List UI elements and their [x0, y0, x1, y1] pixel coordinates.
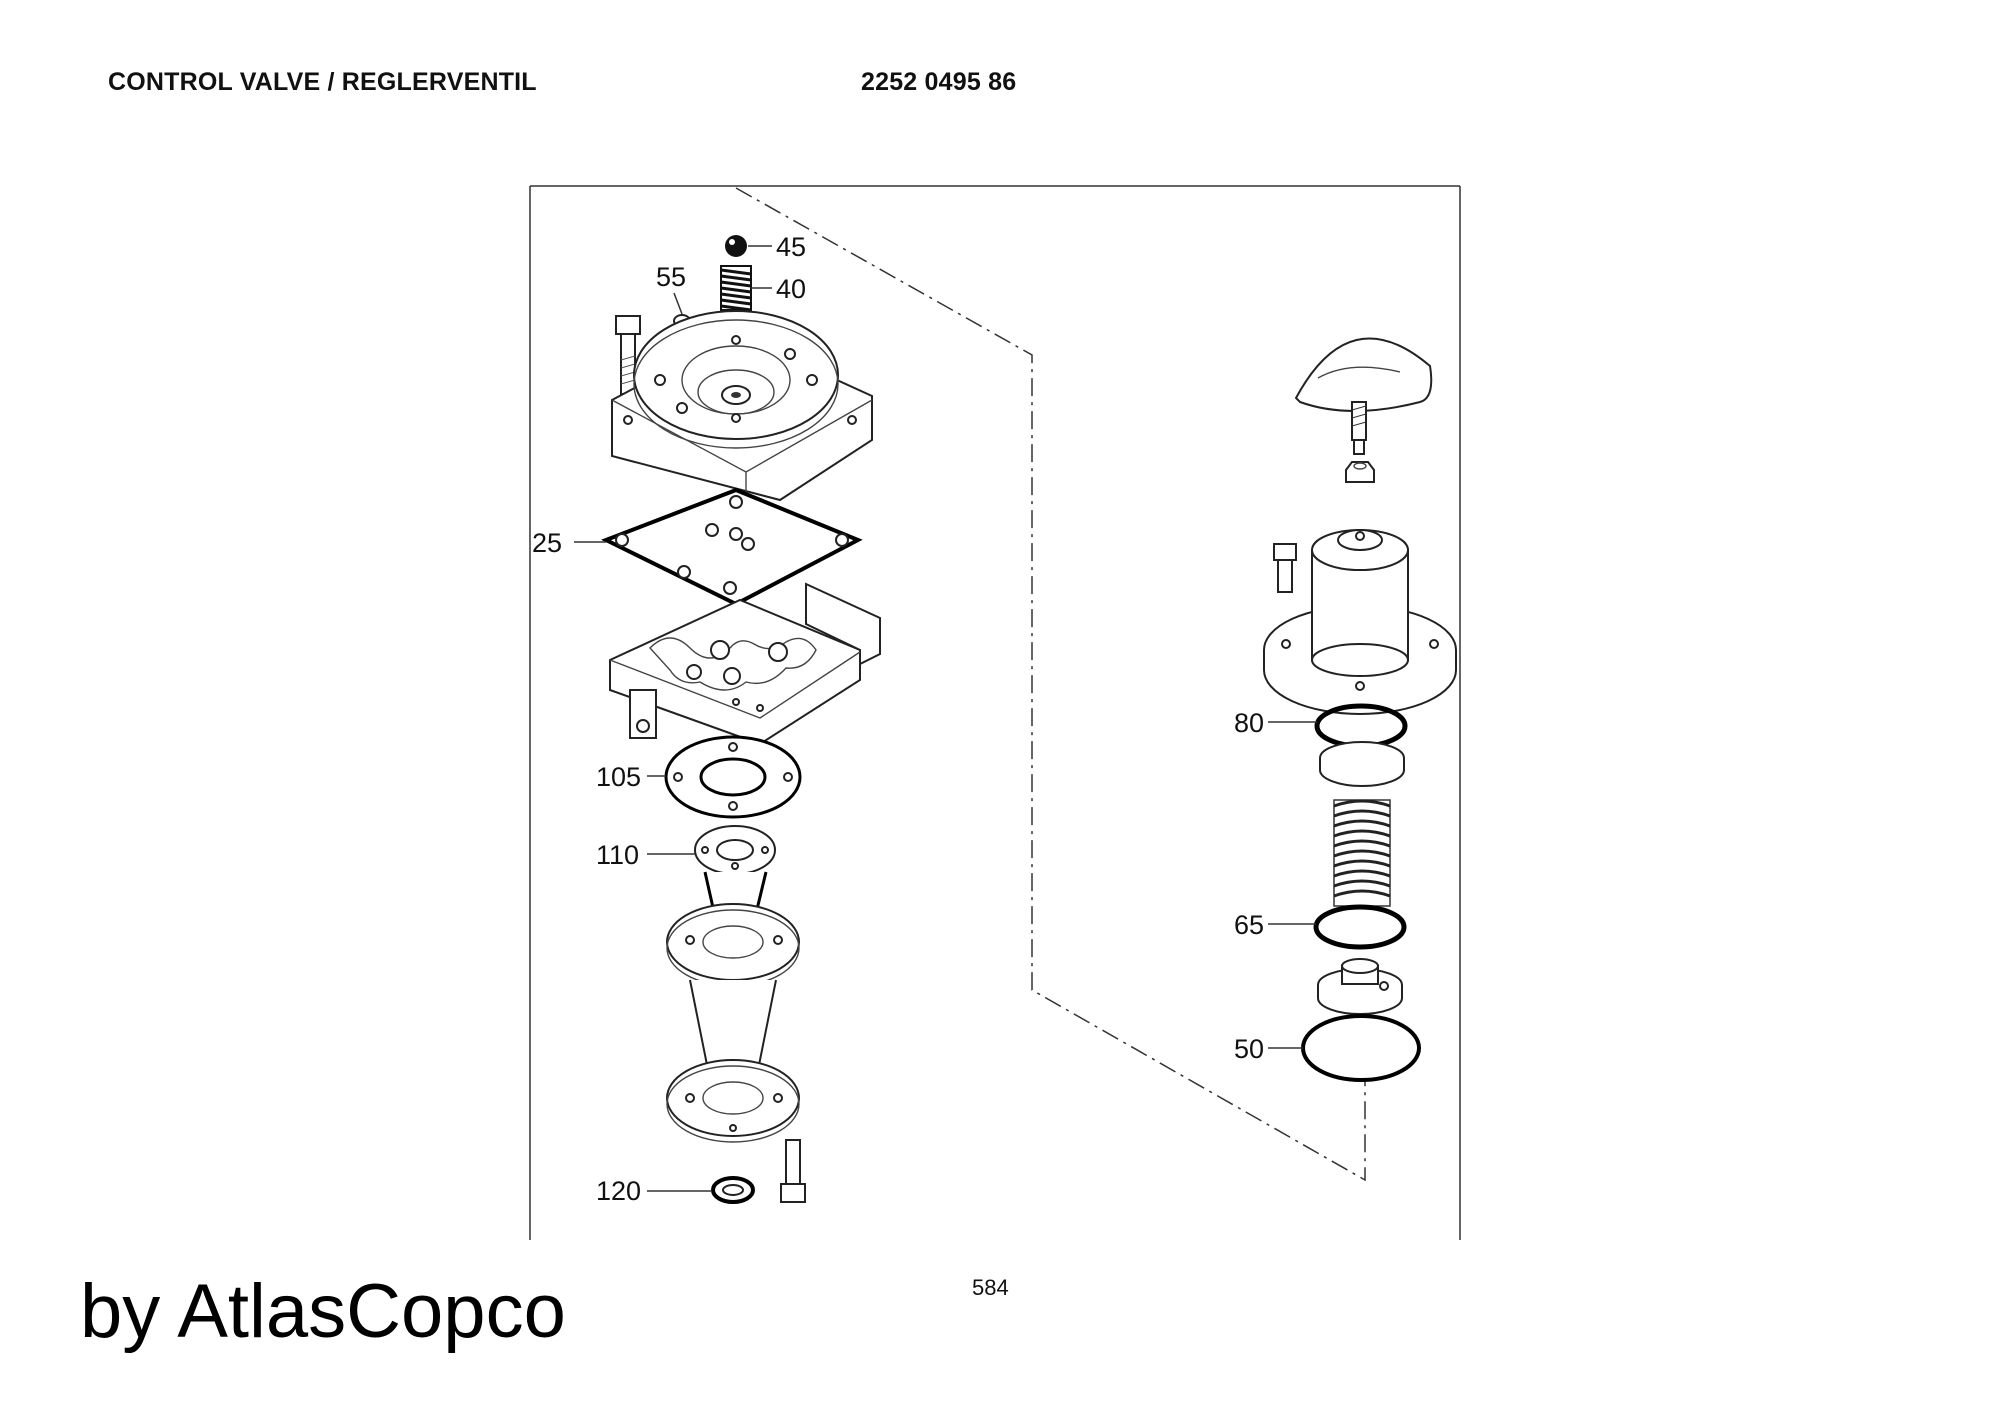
small-spring-part — [720, 265, 752, 312]
spring-seat-part — [1319, 741, 1405, 787]
callout-65: 65 — [1234, 910, 1264, 940]
callout-55: 55 — [656, 262, 686, 292]
main-spring-part — [1333, 799, 1391, 907]
brand-watermark: by AtlasCopco — [80, 1269, 566, 1354]
callout-45: 45 — [776, 232, 806, 262]
diaphragm-part — [1301, 1014, 1421, 1082]
assembly-line — [735, 187, 1366, 1182]
gasket-part — [601, 487, 863, 607]
callout-80: 80 — [1234, 708, 1264, 738]
washer-part — [711, 1176, 755, 1204]
drawing-frame — [529, 185, 1461, 1240]
piston-part — [1317, 958, 1403, 1015]
page-title: CONTROL VALVE / REGLERVENTIL — [108, 68, 537, 96]
bottom-bolt-part — [780, 1139, 806, 1203]
top-cover-part — [611, 310, 873, 502]
oring-65-part — [1313, 904, 1407, 950]
callout-120: 120 — [596, 1176, 641, 1206]
page-number: 584 — [972, 1275, 1009, 1300]
callout-25: 25 — [532, 528, 562, 558]
leader-lines — [574, 245, 1317, 1192]
nut-part — [1345, 461, 1375, 483]
callout-110: 110 — [596, 840, 639, 870]
knob-part — [1294, 337, 1433, 455]
callout-105: 105 — [596, 762, 641, 792]
flange-gasket-part — [664, 735, 802, 819]
housing-part — [666, 903, 800, 1143]
right-bolt-part — [1273, 543, 1297, 593]
callout-50: 50 — [1234, 1034, 1264, 1064]
bolt-part — [615, 315, 641, 395]
callout-40: 40 — [776, 274, 806, 304]
part-number: 2252 0495 86 — [861, 68, 1017, 96]
ball-part — [725, 235, 747, 257]
valve-body-part — [609, 582, 881, 746]
spring-housing-part — [1263, 529, 1457, 715]
